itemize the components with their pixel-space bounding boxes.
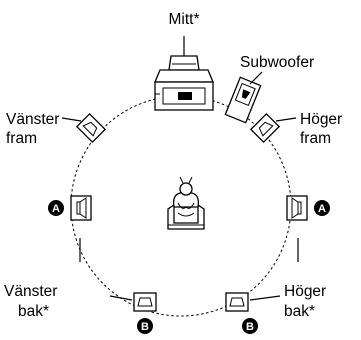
front-left-speaker xyxy=(77,114,105,142)
front-left-label-2: fram xyxy=(6,130,37,147)
front-right-label-1: Höger xyxy=(300,111,342,128)
svg-text:B: B xyxy=(246,321,254,333)
front-right-leader xyxy=(276,118,296,121)
side-left-badge: A xyxy=(48,200,64,216)
subwoofer-leader xyxy=(250,72,262,84)
rear-right-label-2: bak* xyxy=(284,303,315,320)
svg-text:A: A xyxy=(52,203,60,215)
side-right-badge: A xyxy=(314,200,330,216)
rear-left-speaker xyxy=(134,293,156,311)
center-speaker xyxy=(155,36,213,110)
front-left-label-1: Vänster xyxy=(6,111,59,128)
rear-right-badge: B xyxy=(242,318,258,334)
listener-icon xyxy=(168,177,204,229)
front-right-speaker xyxy=(251,114,279,142)
rear-left-label-1: Vänster xyxy=(4,283,57,300)
side-right-speaker xyxy=(287,196,307,220)
svg-text:B: B xyxy=(141,321,149,333)
side-left-speaker xyxy=(71,196,91,220)
rear-left-label-2: bak* xyxy=(18,303,49,320)
rear-left-badge: B xyxy=(137,318,153,334)
front-left-leader xyxy=(62,118,81,121)
rear-left-leader xyxy=(110,296,132,300)
center-label: Mitt* xyxy=(169,11,200,28)
subwoofer-speaker xyxy=(225,77,260,122)
svg-text:A: A xyxy=(318,203,326,215)
subwoofer-label: Subwoofer xyxy=(240,54,314,71)
rear-right-leader xyxy=(250,296,280,300)
rear-right-label-1: Höger xyxy=(284,283,326,300)
rear-right-speaker xyxy=(226,293,248,311)
front-right-label-2: fram xyxy=(300,130,331,147)
